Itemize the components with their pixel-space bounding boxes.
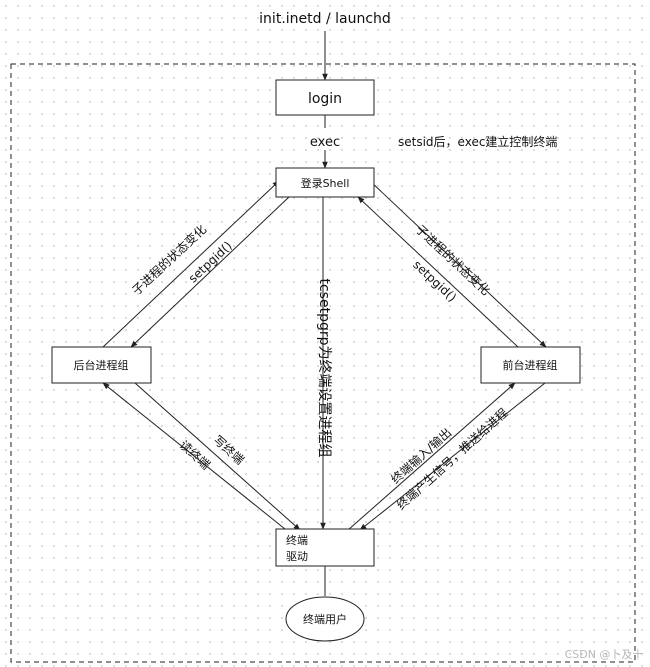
setsid-note: setsid后，exec建立控制终端 [398,134,557,149]
arrow-driver-to-foreground [347,382,516,531]
tcsetpgrp-label: tcsetpgrp为终端设置进程组 [316,279,332,458]
terminal-user-node[interactable]: 终端用户 [285,596,365,642]
exec-label: exec [310,135,340,150]
left-child-state-label: 子进程的状态变化 [129,221,209,297]
arrow-background-to-driver [134,382,301,531]
arrow-driver-to-background [102,382,286,530]
terminal-driver-label-line1: 终端 [286,533,308,547]
arrow-foreground-to-driver [359,382,546,531]
foreground-process-group-node[interactable]: 前台进程组 [480,346,581,384]
foreground-group-label: 前台进程组 [503,358,558,372]
write-terminal-label: 写终端 [211,432,248,467]
session-boundary [10,63,636,663]
login-shell-node[interactable]: 登录Shell [275,167,375,198]
background-process-group-node[interactable]: 后台进程组 [51,346,152,384]
arrow-background-to-shell [102,180,280,348]
init-launchd-label: init.inetd / launchd [259,11,391,27]
terminal-user-label: 终端用户 [303,612,347,626]
login-shell-label: 登录Shell [301,176,350,190]
csdn-watermark: CSDN @卜及十 [565,647,644,661]
terminal-driver-label-line2: 驱动 [286,550,308,563]
arrow-shell-to-background [130,196,290,348]
login-node[interactable]: login [275,79,375,116]
arrow-shell-to-foreground [369,180,547,348]
terminal-driver-node[interactable]: 终端 驱动 [275,528,375,567]
login-label: login [308,91,342,107]
read-terminal-label: 读终端 [177,437,214,472]
arrow-foreground-to-shell [357,196,519,348]
background-group-label: 后台进程组 [74,358,129,372]
